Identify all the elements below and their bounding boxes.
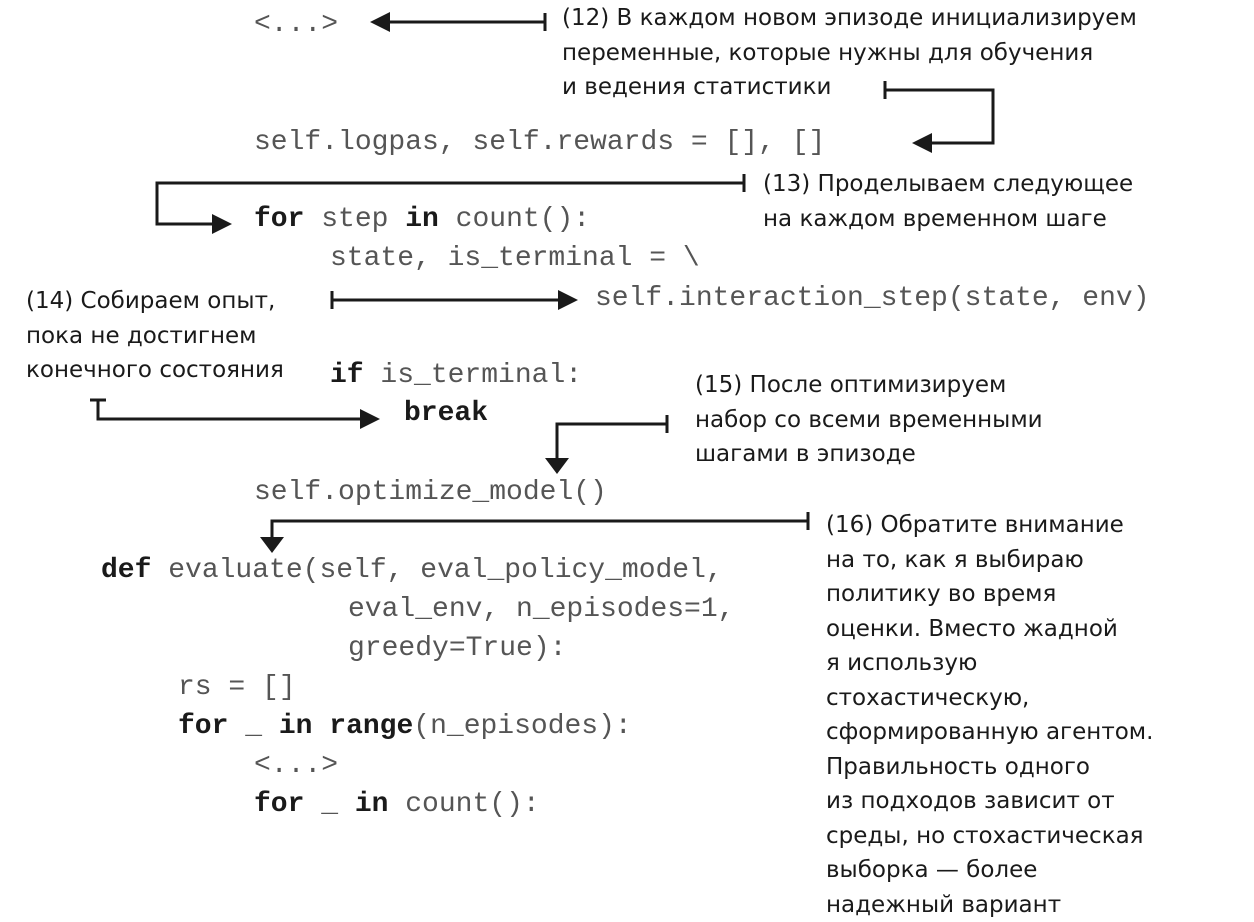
annotation-14: (14) Собираем опыт, пока не достигнем ко… [26,288,284,383]
code-line-init-vars: self.logpas, self.rewards = [], [] [254,127,826,158]
code-line-interaction-step: self.interaction_step(state, env) [595,283,1150,314]
arrow-15-elbow [555,422,667,460]
arrowhead-13 [212,214,232,234]
code-line-eval-env: eval_env, n_episodes=1, [348,594,735,625]
arrowhead-16 [260,537,284,553]
code-line-ellipsis-1: <...> [254,9,339,40]
arrow-14-elbow [96,400,362,421]
code-line-for-range: for _ in range(n_episodes): [178,711,632,742]
arrowhead-14-elbow [360,409,380,429]
annotation-12: (12) В каждом новом эпизоде инициализиру… [562,5,1137,100]
arrowhead-14-right [558,290,578,310]
code-line-for-step: for step in count(): [254,204,591,235]
annotation-16: (16) Обратите внимание на то, как я выби… [826,512,1154,918]
code-line-ellipsis-2: <...> [254,750,339,781]
code-line-rs: rs = [] [178,672,296,703]
code-line-for-count: for _ in count(): [254,789,540,820]
code-line-def-evaluate: def evaluate(self, eval_policy_model, [101,555,723,586]
arrowhead-15 [545,458,569,474]
code-line-break: break [404,398,489,429]
annotation-13: (13) Проделываем следующее на каждом вре… [763,171,1134,232]
code-line-state-assign: state, is_terminal = \ [330,243,700,274]
arrowhead-12-elbow [912,133,932,153]
arrow-12-elbow [885,88,995,145]
code-line-if-terminal: if is_terminal: [330,360,583,391]
code-line-greedy: greedy=True): [348,633,567,664]
arrow-16-elbow [270,519,808,538]
arrow-13-elbow [155,181,744,226]
annotation-15: (15) После оптимизируем набор со всеми в… [695,372,1043,467]
code-line-optimize-model: self.optimize_model() [254,477,607,508]
arrowhead-12-top [370,12,390,32]
